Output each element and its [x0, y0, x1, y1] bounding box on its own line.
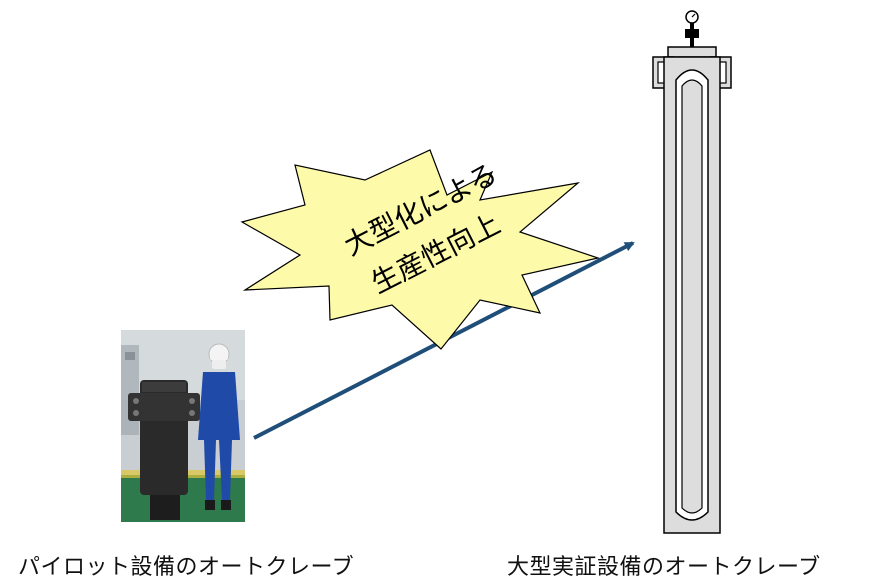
caption-large-autoclave: 大型実証設備のオートクレーブ: [507, 555, 821, 580]
large-autoclave-diagram: [652, 10, 732, 534]
scale-up-burst: 大型化による 生産性向上: [240, 149, 601, 350]
caption-pilot-autoclave: パイロット設備のオートクレーブ: [18, 555, 355, 580]
burst-shape: [240, 149, 601, 350]
pilot-autoclave-photo: [121, 330, 245, 522]
